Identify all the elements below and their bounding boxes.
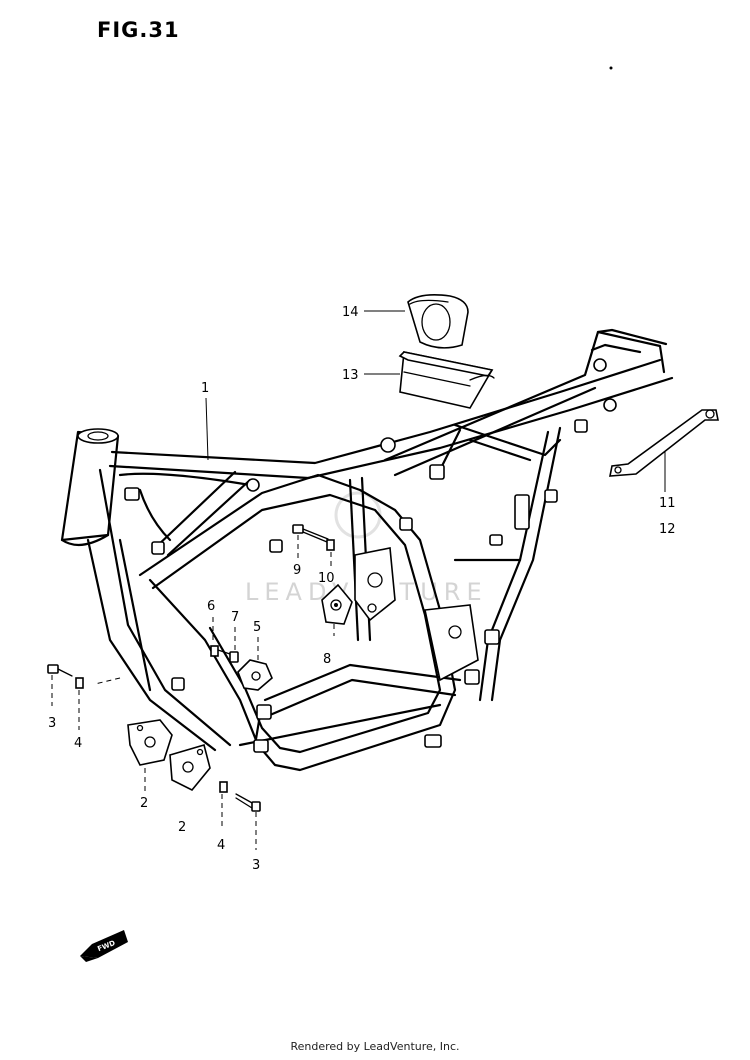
- callout-10: 10: [318, 571, 335, 586]
- callout-9: 9: [293, 563, 301, 578]
- part-5-plate[interactable]: [237, 659, 273, 691]
- callout-1: 1: [201, 381, 209, 396]
- part-3-bolt-left[interactable]: [47, 664, 73, 677]
- part-7-nut[interactable]: [229, 651, 239, 663]
- callout-3-right: 3: [252, 858, 260, 873]
- part-9-bolt[interactable]: [292, 524, 329, 543]
- part-2-plate-upper[interactable]: [127, 719, 173, 766]
- part-8-mount-plate[interactable]: [321, 583, 353, 625]
- footer-credit: Rendered by LeadVenture, Inc.: [290, 1040, 460, 1053]
- callout-5: 5: [253, 620, 261, 635]
- part-11-bracket[interactable]: [609, 409, 719, 477]
- callout-2-upper: 2: [140, 796, 148, 811]
- callout-12: 12: [659, 522, 676, 537]
- part-10-nut[interactable]: [326, 539, 335, 551]
- part-4-nut-right[interactable]: [219, 781, 228, 793]
- callout-7: 7: [231, 610, 239, 625]
- callout-13: 13: [342, 368, 359, 383]
- callout-4-right: 4: [217, 838, 225, 853]
- part-3-bolt-right[interactable]: [235, 793, 261, 812]
- callout-11: 11: [659, 496, 676, 511]
- part-14-cover[interactable]: [407, 294, 469, 349]
- callout-8: 8: [323, 652, 331, 667]
- frame-body[interactable]: [60, 328, 674, 772]
- speck: [609, 66, 613, 70]
- callout-2-lower: 2: [178, 820, 186, 835]
- callout-3-left: 3: [48, 716, 56, 731]
- part-6-bolt[interactable]: [210, 645, 231, 657]
- callout-14: 14: [342, 305, 359, 320]
- callout-4-left: 4: [74, 736, 82, 751]
- callout-6: 6: [207, 599, 215, 614]
- part-2-plate-lower[interactable]: [169, 743, 211, 792]
- part-4-nut-left[interactable]: [75, 677, 84, 689]
- fwd-arrow-icon: FWD: [80, 930, 128, 962]
- part-13-tray[interactable]: [398, 351, 495, 409]
- figure-title: FIG.31: [97, 18, 180, 42]
